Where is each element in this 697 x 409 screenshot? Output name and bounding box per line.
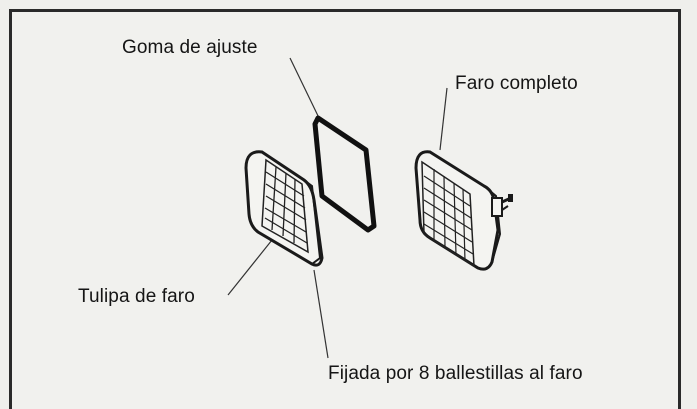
- headlamp-part: [414, 150, 513, 271]
- headlamp-label: Faro completo: [455, 73, 578, 94]
- diagram-frame: [9, 9, 681, 409]
- leader-clips: [313, 269, 329, 359]
- leader-lens: [227, 239, 273, 296]
- gasket-label: Goma de ajuste: [122, 37, 258, 58]
- clips-label: Fijada por 8 ballestillas al faro: [328, 363, 583, 384]
- lens-label: Tulipa de faro: [78, 286, 195, 307]
- lens-part: [244, 150, 324, 267]
- gasket-part: [312, 115, 377, 233]
- leader-gasket: [289, 57, 321, 121]
- leader-headlamp: [439, 87, 448, 151]
